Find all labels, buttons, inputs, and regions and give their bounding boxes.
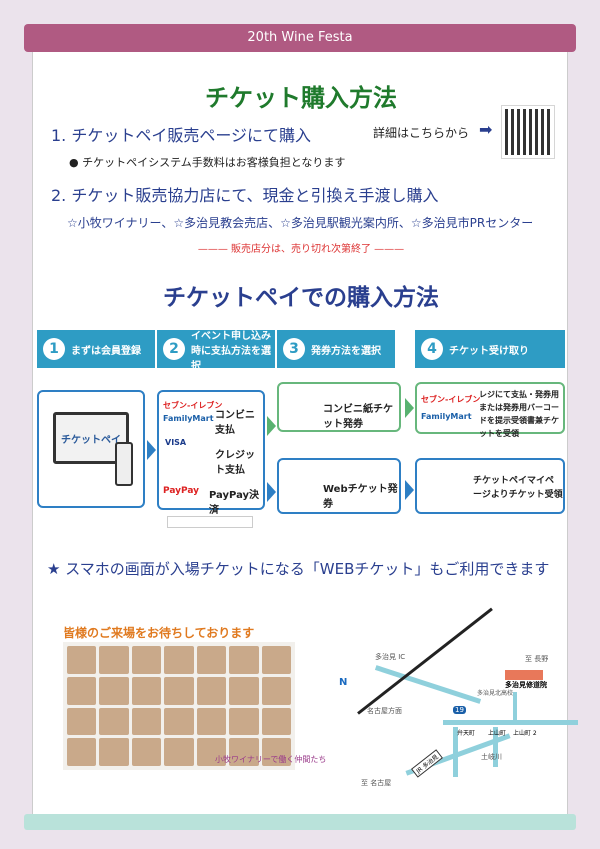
arrow-icon <box>267 482 276 502</box>
visa-logo: VISA <box>165 438 187 447</box>
map-label: 至 名古屋 <box>361 779 392 787</box>
payment-panel: セブン-イレブン FamilyMart コンビニ支払 VISA クレジット支払 … <box>157 390 265 516</box>
flyer-page: チケット購入方法 1. チケットペイ販売ページにて購入 詳細はこちらから ➡ ●… <box>32 52 578 820</box>
title-purchase: チケット購入方法 <box>205 84 397 112</box>
laptop-icon: チケットペイ <box>53 412 129 464</box>
paper-receive: レジにて支払・発券用または発券用バーコードを提示受領書兼チケットを受領 <box>479 390 559 438</box>
map-label: 多治見修道院 <box>505 681 547 689</box>
qr-code[interactable] <box>501 105 555 159</box>
web-issue: Webチケット発券 <box>323 484 398 510</box>
web-receive-panel: チケットペイマイページよりチケット受領 <box>415 458 565 514</box>
title-ticketpay: チケットペイでの購入方法 <box>163 285 439 311</box>
arrow-icon <box>405 480 414 500</box>
ticketpay-logo: チケットペイ <box>56 415 126 461</box>
step-2: 2 イベント申し込み時に支払方法を選択 <box>157 330 275 372</box>
credit-pay: クレジット支払 <box>215 450 255 476</box>
convenience-pay: コンビニ支払 <box>215 410 255 436</box>
register-panel: チケットペイ <box>37 390 145 508</box>
map-label: 上山町 2 <box>513 730 537 737</box>
step-label: チケット受け取り <box>449 345 529 357</box>
map-label: 至 長野 <box>525 655 549 663</box>
header-bar: 20th Wine Festa <box>24 24 576 52</box>
web-issue-panel: Webチケット発券 <box>277 458 401 514</box>
web-ticket-banner: ★ スマホの画面が入場チケットになる「WEBチケット」もご利用できます <box>47 560 550 578</box>
method-2: 2. チケット販売協力店にて、現金と引換え手渡し購入 <box>51 186 439 205</box>
method-1: 1. チケットペイ販売ページにて購入 <box>51 126 312 145</box>
welcome-text: 皆様のご来場をお待ちしております <box>63 626 255 640</box>
step-number: 3 <box>283 338 305 360</box>
web-receive: チケットペイマイページよりチケット受領 <box>473 476 563 500</box>
step-label: イベント申し込み時に支払方法を選択 <box>191 330 271 372</box>
paper-issue-panel: コンビニ紙チケット発券 <box>277 382 401 432</box>
store-list: ☆小牧ワイナリー、☆多治見教会売店、☆多治見駅観光案内所、☆多治見市PRセンター <box>67 216 534 230</box>
arrow-icon <box>147 440 156 460</box>
blank-box <box>167 516 253 528</box>
map-label: 多治見北高校 <box>477 690 514 697</box>
hospital-marker <box>505 670 543 680</box>
step-label: 発券方法を選択 <box>311 345 381 357</box>
step-number: 1 <box>43 338 65 360</box>
familymart-logo: FamilyMart <box>163 414 214 423</box>
paypay-logo: PayPay <box>163 486 200 496</box>
step-1: 1 まずは会員登録 <box>37 330 155 368</box>
arrow-right-icon: ➡ <box>479 120 493 139</box>
seven-eleven-logo: セブン-イレブン <box>163 401 223 410</box>
staff-photos <box>63 642 295 770</box>
fee-note: ● チケットペイシステム手数料はお客様負担となります <box>69 156 346 169</box>
step-number: 4 <box>421 338 443 360</box>
footer-bar <box>24 814 576 830</box>
phone-icon <box>115 442 133 486</box>
map-label: 名古屋方面 <box>367 707 402 715</box>
arrow-icon <box>267 416 276 436</box>
route-icon: 19 <box>453 706 466 714</box>
familymart-logo: FamilyMart <box>421 412 472 421</box>
paper-issue: コンビニ紙チケット発券 <box>323 404 393 430</box>
soldout-note: ——— 販売店分は、売り切れ次第終了 ——— <box>197 244 405 255</box>
map-label: 上山町 <box>488 730 507 737</box>
paypay-pay: PayPay決済 <box>209 490 260 516</box>
paper-receive-panel: セブン-イレブン FamilyMart レジにて支払・発券用または発券用バーコー… <box>415 382 565 438</box>
step-number: 2 <box>163 338 185 360</box>
map-label: 弁天町 <box>457 730 476 737</box>
map-label: 土岐川 <box>481 753 502 761</box>
soldout-text: 販売店分は、売り切れ次第終了 <box>231 244 371 255</box>
photo-caption: 小牧ワイナリーで働く仲間たち <box>215 755 327 764</box>
north-icon: N <box>339 677 348 688</box>
step-label: まずは会員登録 <box>71 345 141 357</box>
detail-link[interactable]: 詳細はこちらから <box>373 126 470 140</box>
step-4: 4 チケット受け取り <box>415 330 565 368</box>
map-label: 多治見 IC <box>375 653 406 661</box>
seven-eleven-logo: セブン-イレブン <box>421 395 481 404</box>
step-3: 3 発券方法を選択 <box>277 330 395 368</box>
access-map: 多治見 IC 至 長野 多治見修道院 多治見北高校 名古屋方面 19 弁天町 上… <box>353 607 578 792</box>
arrow-icon <box>405 398 414 418</box>
